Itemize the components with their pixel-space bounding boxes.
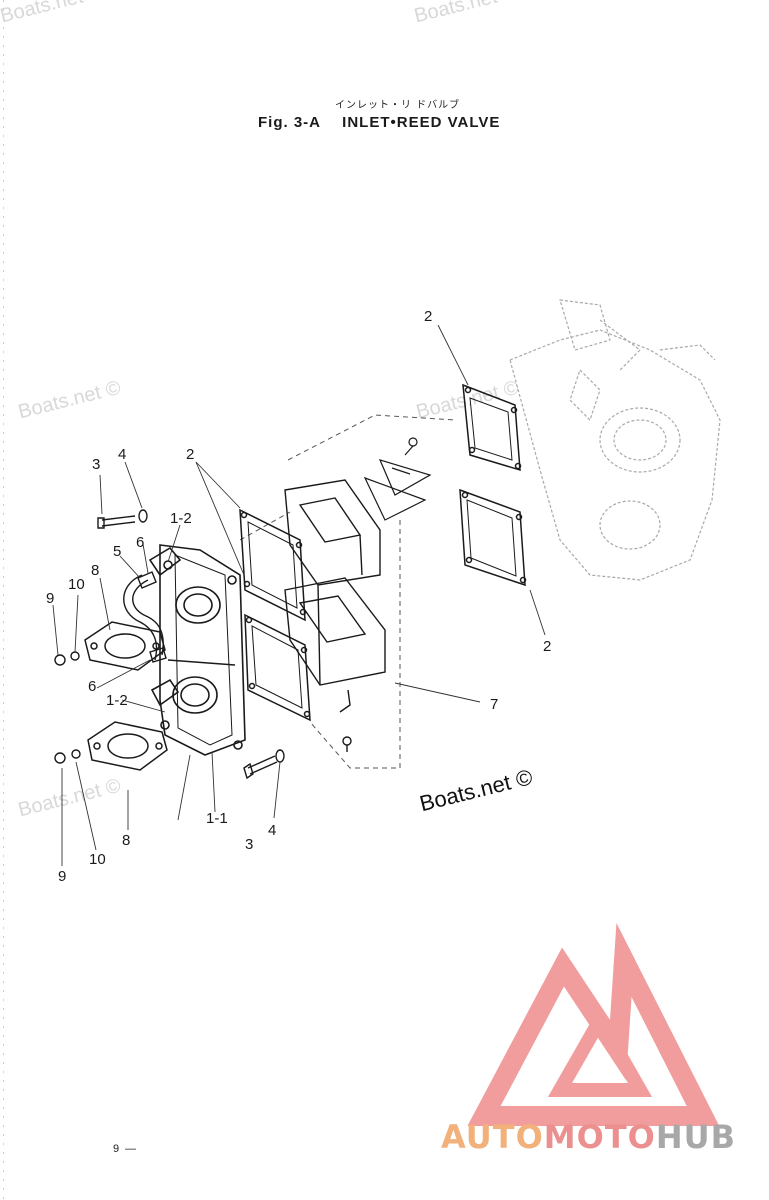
callout-clip-upper: 6 [136,534,145,551]
page-number-dash: — [125,1143,136,1155]
page-edge-dots [3,0,4,1200]
page-number: 9 [113,1143,120,1155]
gasket-8-lower [87,721,168,771]
callout-gasket-8-lower: 8 [122,832,131,849]
callout-manifold-part-upper: 1-2 [170,510,192,527]
callout-gasket-upper-right: 2 [424,308,433,325]
figure-title-japanese: インレット・リ ドバルブ [335,100,461,111]
callout-reed-valve-assembly: 7 [490,696,499,713]
callout-gasket-lower-right: 2 [543,638,552,655]
callout-hose: 5 [113,543,122,560]
assembly-7-bracket [239,414,456,769]
inlet-manifold [148,544,246,756]
brand-hub: HUB [655,1118,737,1156]
gasket-upper-right [462,383,522,472]
callout-washer-10-lower: 10 [89,851,106,868]
figure-title-text: INLET•REED VALVE [342,114,501,131]
brand-auto: AUTO [441,1118,544,1156]
reed-petals [363,437,432,521]
callout-washer-upper: 4 [118,446,127,463]
callout-clip-lower: 6 [88,678,97,695]
gasket-8-upper [84,621,166,671]
gasket-middle [239,508,311,722]
callout-manifold: 1-1 [206,810,228,827]
callout-washer-10-upper: 10 [68,576,85,593]
callout-bolt-lower: 3 [245,836,254,853]
nuts-and-washers [54,651,81,764]
figure-code: Fig. 3-A [258,114,321,131]
callout-manifold-part-lower: 1-2 [106,692,128,709]
callout-washer-lower: 4 [268,822,277,839]
callout-bolt-upper: 3 [92,456,101,473]
callout-gasket-8-upper: 8 [91,562,100,579]
callout-gasket-middle: 2 [186,446,195,463]
brand-moto: MOTO [543,1118,656,1156]
reed-valve-block [284,479,386,752]
callout-nut-9-lower: 9 [58,868,67,885]
figure-title: Fig. 3-A INLET•REED VALVE [258,114,500,131]
gasket-lower-right [459,488,527,587]
bolts-and-washers [97,509,285,780]
automotohub-brand: AUTOMOTOHUB [441,1118,736,1156]
crankcase-ghost-drawing [509,299,721,581]
hose-clips [137,571,167,663]
callout-nut-9-upper: 9 [46,590,55,607]
leader-lines [52,324,546,866]
automotohub-logo-mark [467,922,720,1126]
